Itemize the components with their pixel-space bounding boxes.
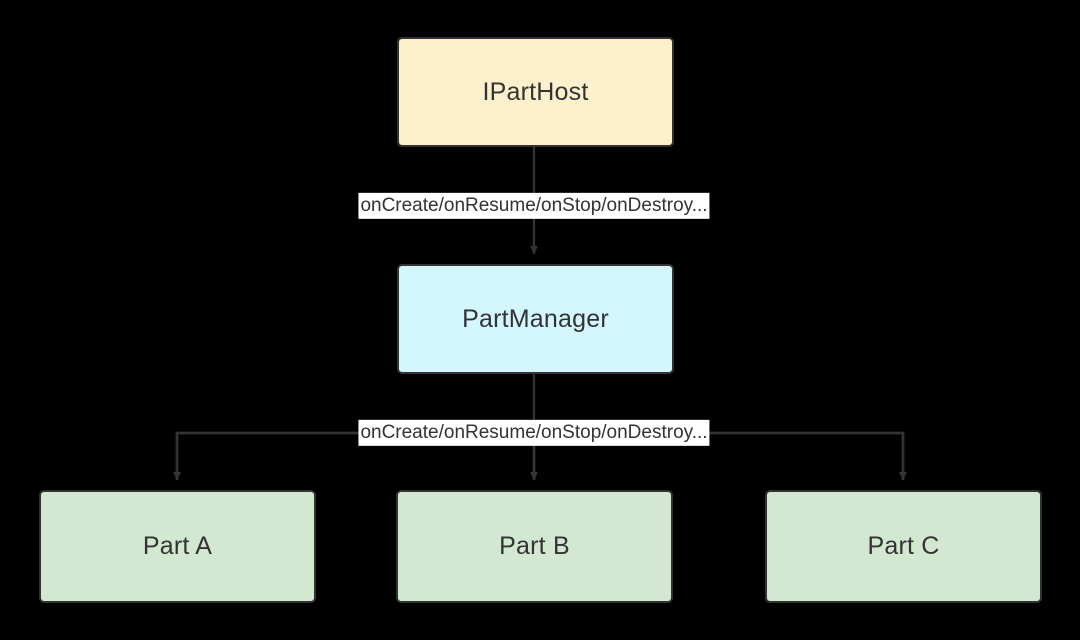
node-partmanager[interactable]: PartManager xyxy=(397,264,674,374)
node-part-b-label: Part B xyxy=(499,532,570,560)
node-part-b[interactable]: Part B xyxy=(396,490,673,603)
node-iparthost[interactable]: IPartHost xyxy=(397,37,674,147)
node-part-c-label: Part C xyxy=(867,532,940,560)
edge-label-manager-to-parts: onCreate/onResume/onStop/onDestroy... xyxy=(358,419,710,447)
node-part-c[interactable]: Part C xyxy=(765,490,1042,603)
edge-label-host-to-manager: onCreate/onResume/onStop/onDestroy... xyxy=(358,192,710,220)
node-part-a-label: Part A xyxy=(142,532,213,560)
node-iparthost-label: IPartHost xyxy=(482,77,589,106)
node-part-a[interactable]: Part A xyxy=(39,490,316,603)
node-partmanager-label: PartManager xyxy=(462,304,609,333)
